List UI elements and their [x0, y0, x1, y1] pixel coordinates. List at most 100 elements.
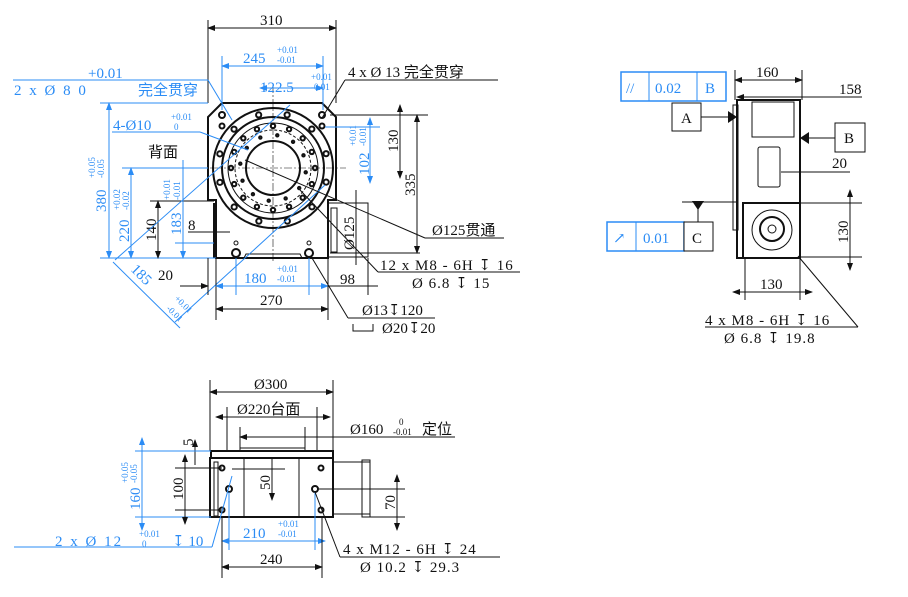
bolt-hole [283, 111, 291, 119]
dim-335: 335 [403, 174, 419, 197]
tol-upper: 0 [399, 417, 404, 427]
dim-240: 240 [260, 552, 283, 568]
side-body [736, 99, 801, 259]
bottom-view: Ø300 Ø220台面 Ø160 0 -0.01 定位 5 160 +0.05 … [14, 377, 500, 578]
top-plate [210, 450, 334, 459]
bolt-hole [285, 125, 293, 133]
tol-lower: 0 [174, 122, 179, 132]
dim-d300: Ø300 [254, 377, 287, 393]
bolt-hole [285, 203, 293, 211]
ring-bolt [234, 129, 312, 207]
datum-b-box [834, 122, 866, 153]
pin-hole-left [231, 248, 241, 258]
through-holes-note: 4 x Ø 13 完全贯穿 [348, 63, 464, 81]
pin-hole-right [304, 248, 314, 258]
bolt-hole [216, 178, 224, 186]
bolt-hole [308, 125, 316, 133]
tol-lower: -0.01 [172, 181, 182, 200]
bolt-hole [240, 194, 247, 201]
runout-icon: ↗ [613, 231, 626, 247]
tol-lower: -0.01 [393, 427, 412, 437]
parallelism-datum: B [705, 81, 715, 97]
bolt-hole [240, 178, 245, 183]
thread-note-2: Ø 6.8 ↧ 19.8 [724, 331, 816, 347]
dim-100: 100 [171, 478, 187, 501]
bolt-hole [283, 196, 288, 201]
corner-hole [218, 122, 226, 130]
d160-note: 定位 [422, 421, 452, 438]
thread-note-1: 4 x M8 - 6H ↧ 16 [705, 313, 830, 329]
datum-c-box [683, 221, 714, 252]
bolt-hole [290, 139, 296, 145]
bolt-hole [299, 135, 306, 142]
thread-note-1: 12 x M8 - 6H ↧ 16 [380, 258, 514, 274]
tol-lower: -0.01 [277, 55, 296, 65]
tol-upper: +0.02 [112, 189, 122, 210]
datum-a-triangle [728, 111, 737, 123]
tol-upper: +0.01 [162, 179, 172, 200]
tol-upper: +0.01 [277, 45, 298, 55]
dim-5: 5 [181, 439, 197, 447]
datum-c-triangle [692, 201, 704, 210]
dim-310: 310 [260, 13, 283, 29]
runout-value: 0.01 [643, 231, 669, 247]
dim-220: 220 [117, 220, 133, 243]
tol-lower: -0.05 [96, 159, 106, 178]
parallelism-value: 0.02 [655, 81, 681, 97]
bolt-hole [308, 148, 316, 156]
bolt-hole [258, 135, 263, 140]
motor-flange [330, 207, 338, 253]
counterbore-note-1: Ø13↧120 [362, 303, 423, 319]
parallelism-icon: // [626, 81, 635, 97]
dim-98: 98 [340, 272, 355, 288]
bolt-hole [230, 180, 238, 188]
corner-hole [218, 111, 226, 119]
holes-4-d10: 4-Ø10 [113, 118, 151, 134]
tol-lower: -0.02 [121, 191, 131, 210]
bolt-hole [250, 191, 256, 197]
dim-130-vertical: 130 [836, 221, 852, 244]
thread-note-1: 4 x M12 - 6H ↧ 24 [343, 542, 477, 558]
tol-upper: +0.05 [87, 157, 97, 178]
tol-upper: +0.01 [278, 519, 299, 529]
bolt-hole [216, 150, 224, 158]
bolt-hole [275, 133, 280, 138]
dim-8: 8 [188, 218, 196, 234]
raised-face [239, 447, 306, 452]
motor-side [332, 461, 371, 515]
side-window [757, 146, 781, 188]
bolt-hole [253, 125, 261, 133]
pin-hole-note: 完全贯穿 [138, 81, 198, 99]
tol-lower: -0.01 [358, 127, 368, 146]
bolt-hole [238, 161, 243, 166]
dim-210: 210 [243, 526, 266, 542]
counterbore-note-2: Ø20↧20 [382, 321, 435, 337]
dim-180: 180 [244, 271, 267, 287]
bolt-hole [296, 185, 302, 191]
bolt-hole [308, 180, 316, 188]
bolt-hole [266, 198, 271, 203]
dim-245: 245 [243, 51, 266, 67]
tol-upper: +0.01 [277, 264, 298, 274]
runout-frame: ↗ 0.01 [606, 221, 685, 252]
dim-50: 50 [258, 475, 274, 490]
dim-d125: Ø125 [342, 217, 358, 250]
small-hole-right [306, 240, 312, 246]
dim-122-5: 122.5 [260, 80, 294, 96]
small-hole-left [233, 240, 239, 246]
tol-lower: -0.05 [129, 464, 139, 483]
pin-hole-label: 2 x Ø 8 0 [14, 83, 88, 99]
dim-185: 185 [127, 262, 154, 289]
pin-label: 2 x Ø 12 [55, 534, 123, 550]
dim-20: 20 [158, 268, 173, 284]
motor-shaft [767, 224, 777, 234]
bolt-hole [230, 125, 238, 133]
dim-130: 130 [386, 130, 402, 153]
counterbore-icon [352, 324, 374, 332]
bolt-hole [255, 217, 263, 225]
pin-depth: ↧ 10 [172, 534, 203, 550]
dim-d220: Ø220台面 [237, 401, 300, 418]
tol-upper: +0.01 [311, 72, 332, 82]
bolt-hole [230, 203, 238, 211]
